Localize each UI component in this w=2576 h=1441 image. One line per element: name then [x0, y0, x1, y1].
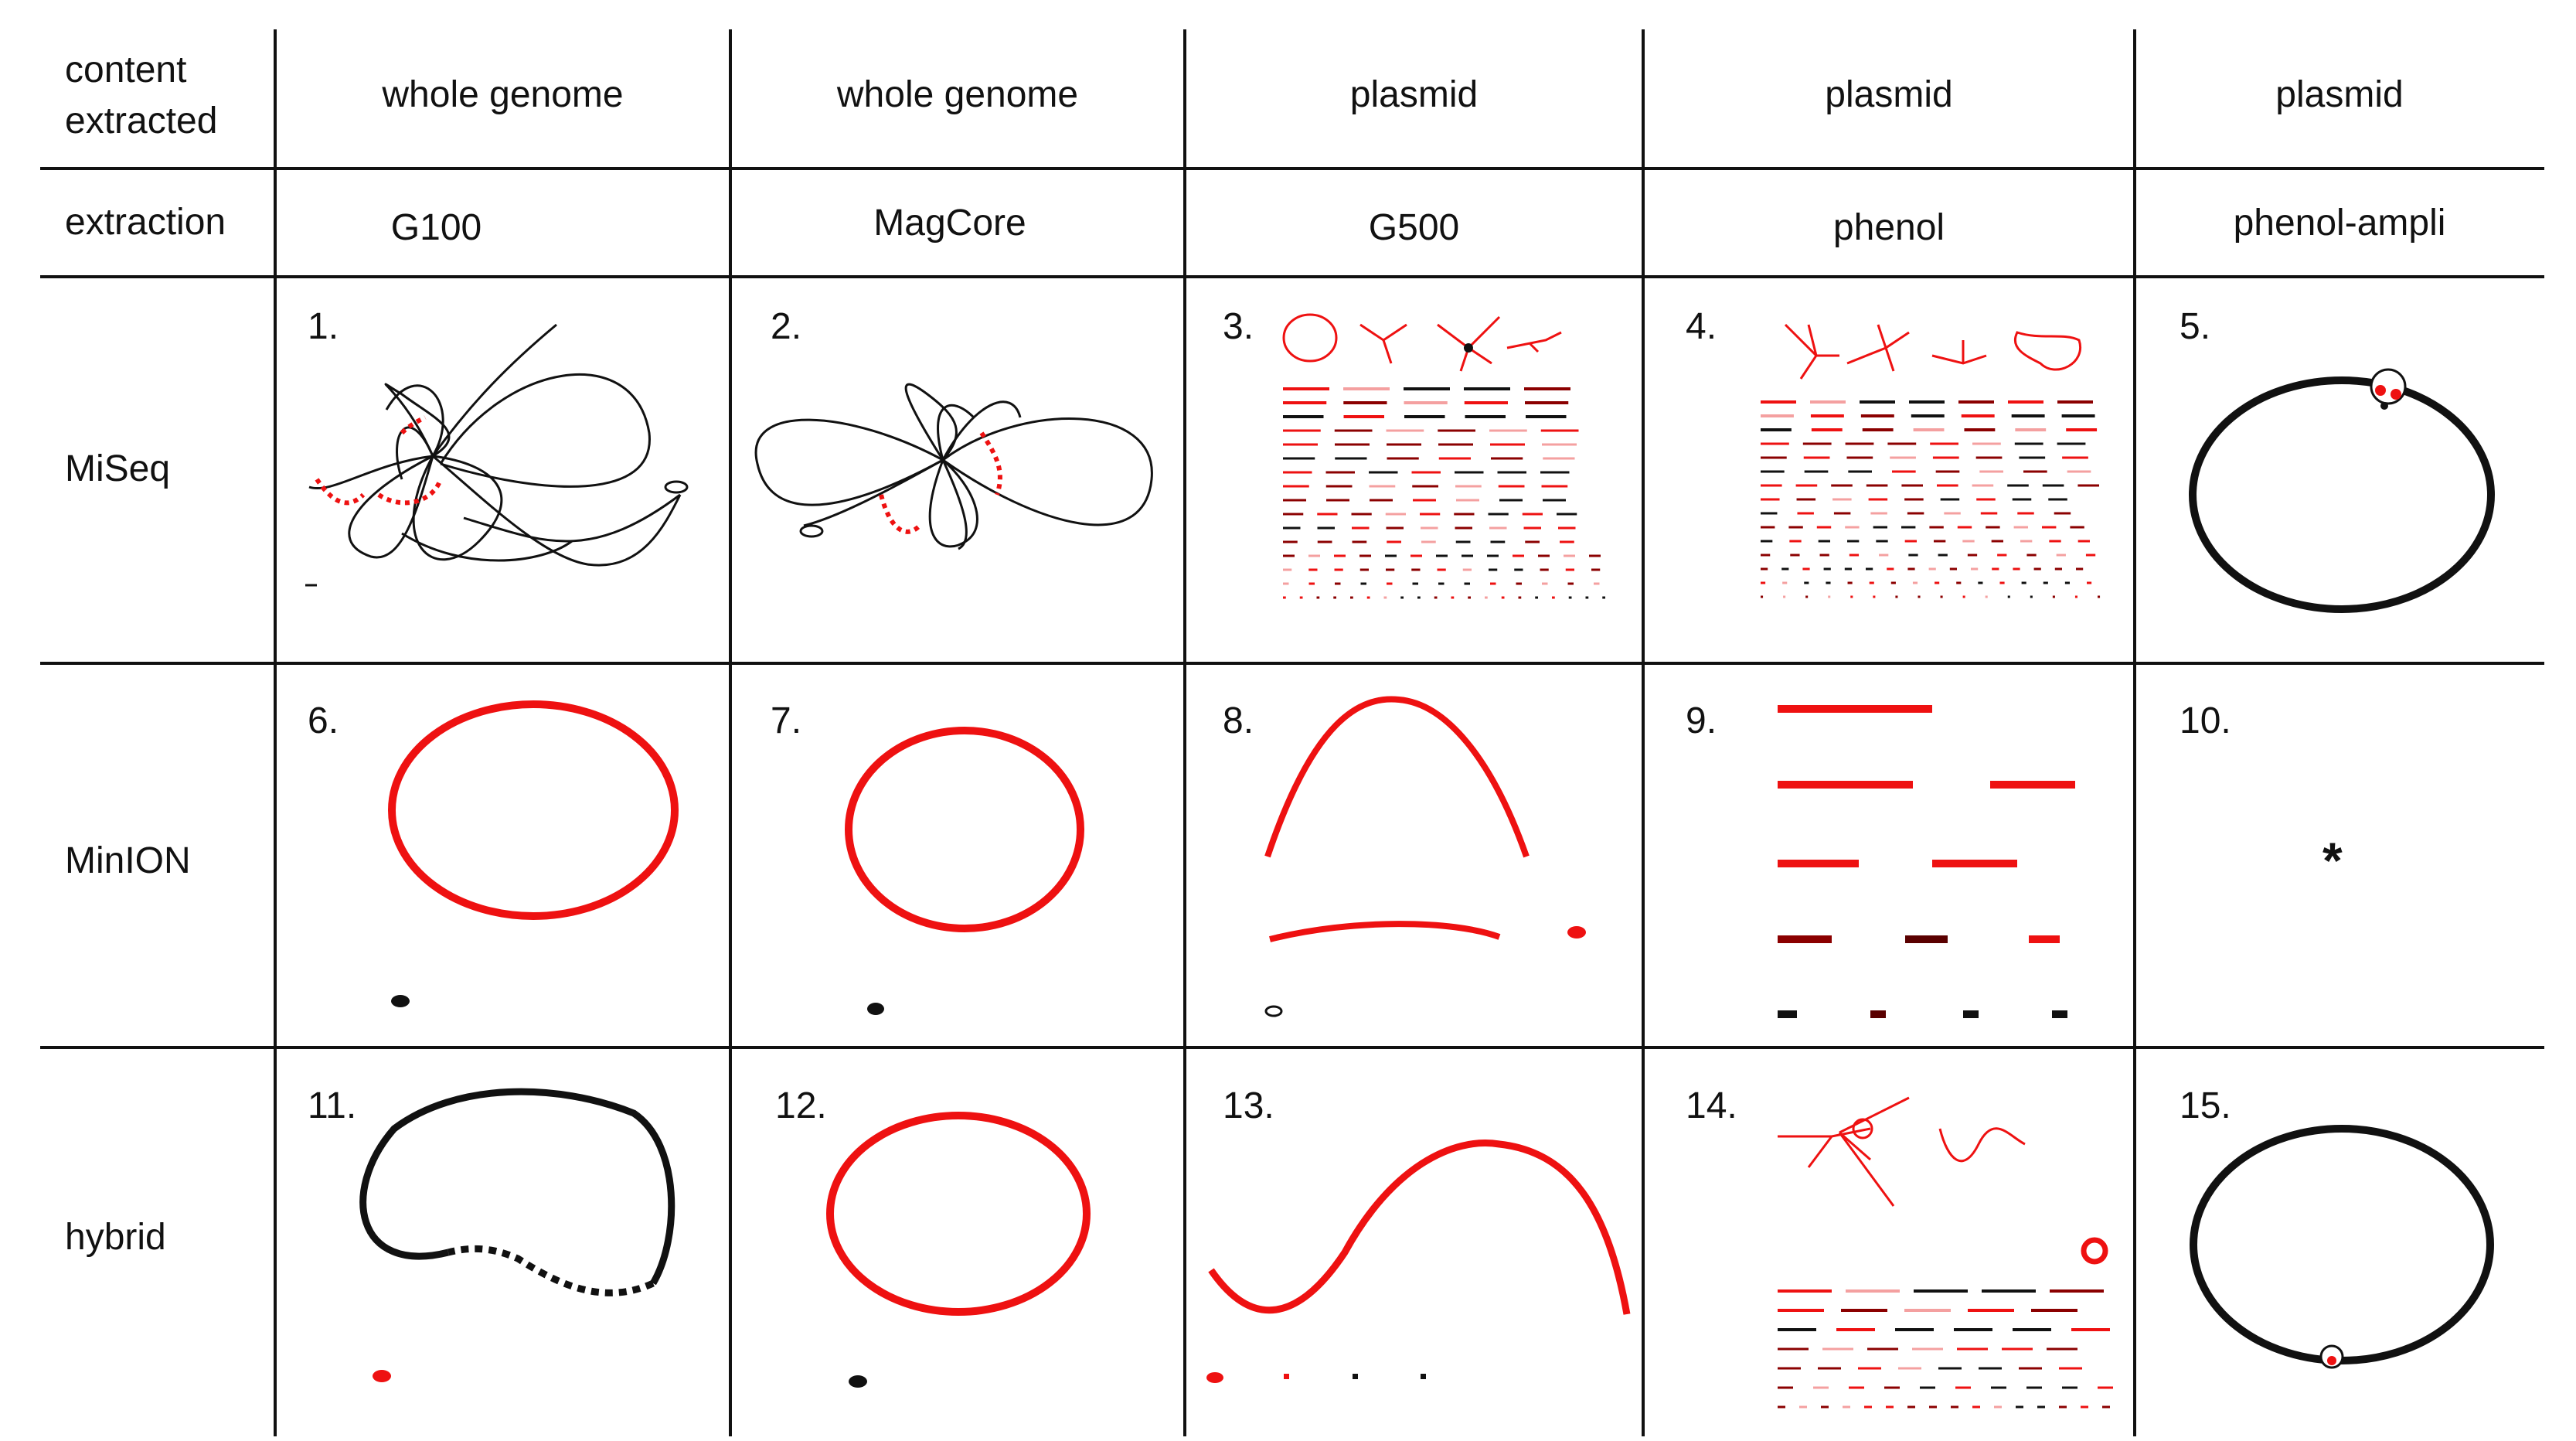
dash-rows-4: [1761, 400, 2101, 598]
panel-number-10: 10.: [2180, 700, 2231, 741]
circular-contig-12: [826, 1112, 1091, 1388]
panel-number-12: 12.: [775, 1085, 827, 1126]
column-extraction-3: G500: [1368, 207, 1460, 248]
fragment-field-4: [1761, 323, 2101, 598]
row-label-miseq: MiSeq: [65, 448, 171, 489]
panel-number-11: 11.: [308, 1085, 357, 1126]
panel-number-3: 3.: [1223, 306, 1254, 347]
linear-contigs-9: [1778, 705, 2075, 1018]
column-content-2: whole genome: [836, 74, 1079, 115]
dash-rows-3: [1283, 387, 1605, 599]
panel-number-4: 4.: [1686, 306, 1717, 347]
fragment-field-3: [1282, 313, 1605, 599]
panel-number-15: 15.: [2180, 1085, 2231, 1126]
panel-number-1: 1.: [308, 306, 339, 347]
empty-assembly-marker: *: [2322, 832, 2343, 889]
panel-number-7: 7.: [771, 700, 802, 741]
panel-number-8: 8.: [1223, 700, 1254, 741]
assembly-graph-2-loop: [799, 524, 824, 538]
circular-contig-15: [2190, 1125, 2494, 1369]
linear-contigs-13: [1206, 1140, 1631, 1383]
linear-contigs-8: [1264, 696, 1586, 1017]
assembly-graph-2-red: [879, 431, 1002, 534]
panel-number-9: 9.: [1686, 700, 1717, 741]
column-content-1: whole genome: [382, 74, 624, 115]
panel-number-13: 13.: [1223, 1085, 1274, 1126]
column-content-3: plasmid: [1349, 74, 1479, 115]
column-content-4: plasmid: [1825, 74, 1953, 115]
corner-content-extracted: content extracted: [65, 49, 218, 141]
corner-extraction: extraction: [65, 202, 226, 243]
row-label-minion: MinION: [65, 840, 191, 881]
assembly-graph-1: [308, 323, 682, 567]
circular-contig-11: [359, 1088, 675, 1382]
circular-contig-6: [388, 700, 679, 1007]
assembly-graph-2: [754, 383, 1153, 550]
assembly-graph-1-red: [315, 415, 443, 506]
dash-rows-14: [1778, 1289, 2113, 1409]
panel-number-5: 5.: [2180, 306, 2211, 347]
panel-number-6: 6.: [308, 700, 339, 741]
circular-contig-5: [2189, 368, 2495, 613]
column-extraction-4: phenol: [1832, 207, 1945, 248]
panel-number-2: 2.: [771, 306, 802, 347]
column-extraction-1: G100: [390, 207, 482, 248]
row-label-hybrid: hybrid: [65, 1217, 166, 1258]
panel-number-14: 14.: [1686, 1085, 1737, 1126]
column-extraction-2: MagCore: [873, 203, 1026, 244]
circular-contig-7: [845, 727, 1084, 1015]
table-grid: [40, 29, 2544, 1436]
column-extraction-5: phenol-ampli: [2233, 203, 2446, 244]
column-content-5: plasmid: [2275, 74, 2404, 115]
assembly-graph-1-loop: [664, 480, 689, 494]
fragment-field-14: [1778, 1096, 2113, 1409]
